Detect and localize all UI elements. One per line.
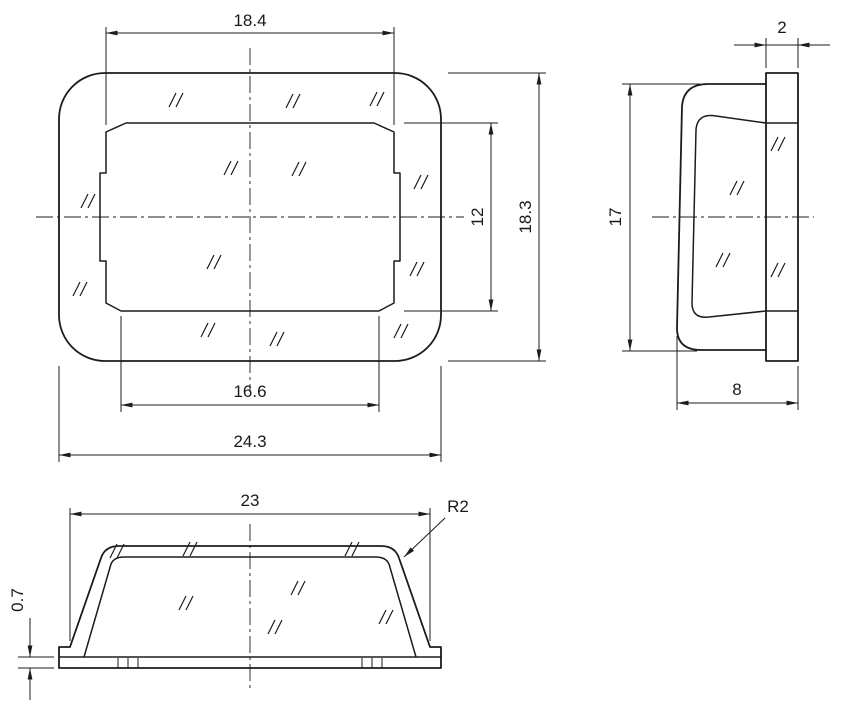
front-inner-outline (83, 556, 417, 658)
glass-hatch-mark-icon (290, 580, 306, 596)
extension-line (69, 508, 431, 641)
plan-inner-outline (99, 122, 401, 312)
glass-hatch-mark-icon (72, 281, 88, 297)
plan-glass-hatch-marks (72, 91, 429, 347)
side-flange-outline (765, 72, 799, 362)
dimension-label: 24.3 (233, 432, 266, 451)
dimension-plan-outer-height: 18.3 (448, 72, 546, 362)
glass-hatch-mark-icon (182, 541, 198, 557)
glass-hatch-mark-icon (178, 595, 194, 611)
side-opening-lines (765, 122, 799, 312)
extension-line (18, 656, 54, 669)
glass-hatch-mark-icon (413, 174, 429, 190)
glass-hatch-mark-icon (291, 161, 307, 177)
glass-hatch-mark-icon (168, 92, 184, 108)
glass-hatch-mark-icon (393, 323, 409, 339)
dimension-label: R2 (447, 497, 469, 516)
glass-hatch-mark-icon (269, 331, 285, 347)
dimension-label: 23 (241, 491, 260, 510)
glass-hatch-mark-icon (344, 541, 360, 557)
glass-hatch-mark-icon (369, 91, 385, 107)
dimension-label: 16.6 (233, 382, 266, 401)
side-glass-hatch-marks (715, 136, 786, 278)
extension-line (765, 38, 799, 68)
glass-hatch-mark-icon (285, 93, 301, 109)
radius-leader-line (403, 517, 446, 558)
side-body-outline (676, 83, 767, 351)
dimension-plan-inner-width: 16.6 (120, 316, 380, 412)
glass-hatch-mark-icon (267, 619, 283, 635)
side-cavity-outline (691, 114, 767, 318)
dimension-side-flange-thickness: 2 (734, 18, 830, 68)
glass-hatch-mark-icon (770, 136, 786, 152)
dimension-plan-top-width: 18.4 (105, 11, 395, 125)
dimension-label: 12 (468, 208, 487, 227)
side-view: 2 17 8 (606, 18, 830, 410)
dimension-side-depth: 8 (676, 336, 799, 410)
dimension-label: 18.3 (516, 200, 535, 233)
dimension-label: 2 (777, 18, 786, 37)
glass-hatch-mark-icon (200, 322, 216, 338)
dimension-label: 18.4 (233, 11, 266, 30)
extension-line (404, 122, 498, 312)
dimension-label: 8 (732, 380, 741, 399)
dimension-label: 17 (606, 208, 625, 227)
glass-hatch-mark-icon (223, 160, 239, 176)
dimension-front-width: 23 (69, 491, 431, 641)
glass-hatch-mark-icon (715, 252, 731, 268)
plan-outer-outline (58, 72, 442, 362)
dimension-front-base-thickness: 0.7 (8, 588, 54, 700)
dimension-plan-outer-width: 24.3 (58, 366, 442, 462)
glass-hatch-mark-icon (409, 261, 425, 277)
extension-line (448, 72, 546, 362)
front-outer-outline (58, 545, 442, 669)
glass-hatch-mark-icon (729, 180, 745, 196)
glass-hatch-mark-icon (770, 262, 786, 278)
glass-hatch-mark-icon (80, 193, 96, 209)
extension-line (622, 83, 700, 352)
glass-hatch-mark-icon (206, 254, 222, 270)
dimension-front-corner-radius: R2 (403, 497, 469, 558)
extension-line (120, 316, 380, 412)
dimension-label: 0.7 (8, 588, 27, 612)
extension-line (105, 27, 395, 125)
extension-line (58, 366, 442, 462)
front-view: 23 R2 0.7 (8, 491, 469, 700)
glass-hatch-mark-icon (378, 609, 394, 625)
front-glass-hatch-marks (109, 541, 394, 635)
dimension-side-height: 17 (606, 83, 700, 352)
glass-hatch-mark-icon (109, 543, 125, 559)
plan-view: 18.4 16.6 24.3 12 18.3 (36, 11, 546, 462)
front-base-slot-ticks (117, 658, 383, 668)
dimension-plan-inner-height: 12 (404, 122, 498, 312)
